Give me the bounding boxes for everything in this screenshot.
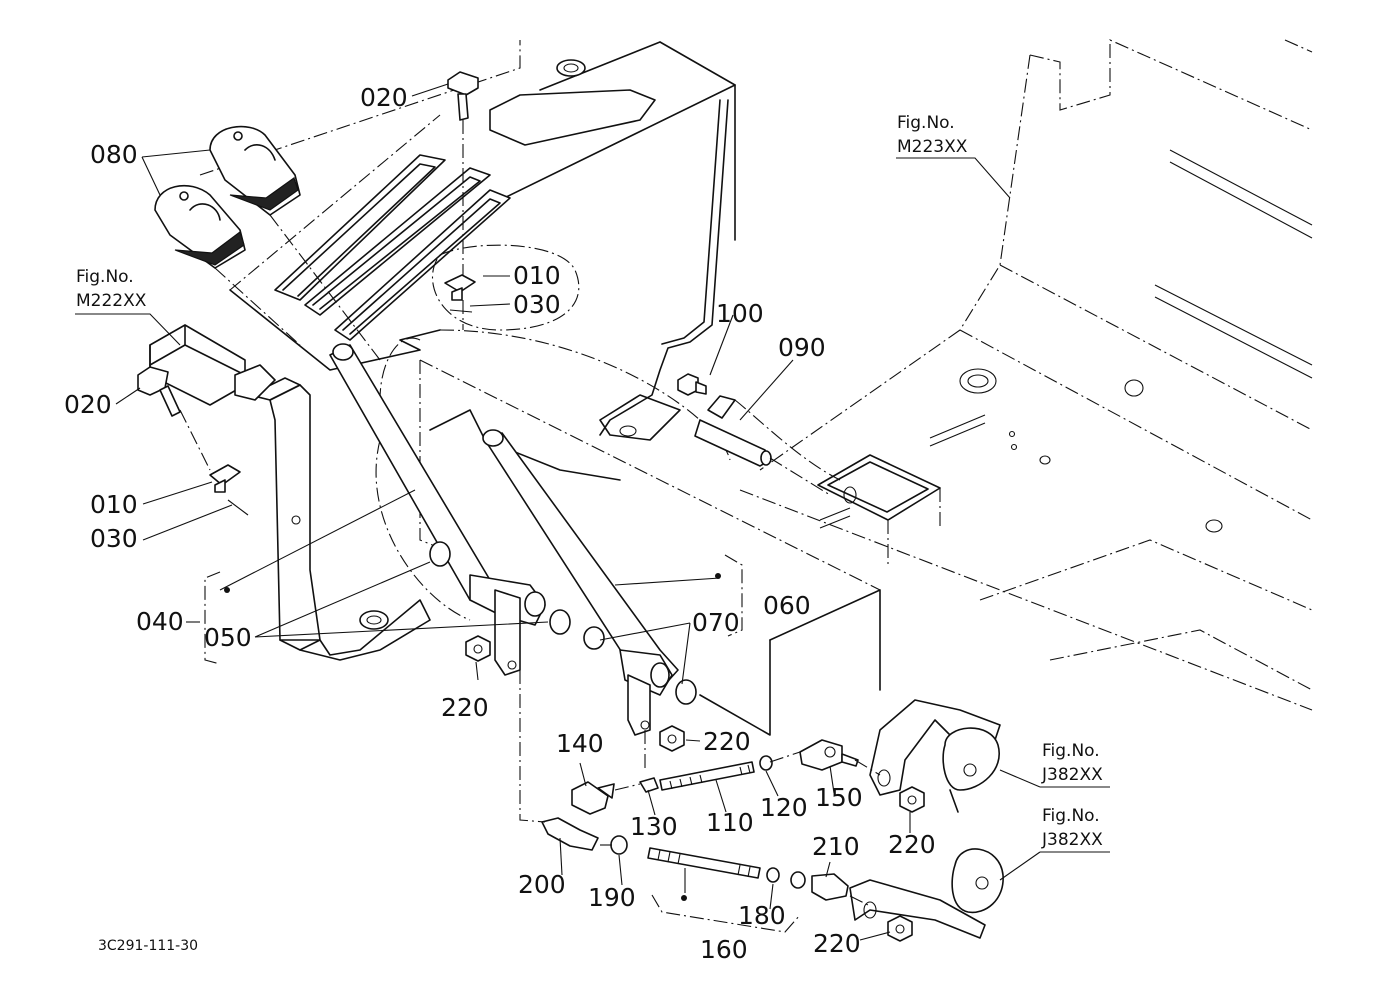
label-050: 050	[204, 623, 252, 652]
label-220-c: 220	[888, 830, 936, 859]
bolt-020-top	[447, 71, 479, 280]
floor-panel	[739, 39, 1313, 711]
label-010-top: 010	[513, 261, 561, 290]
label-010-side: 010	[90, 490, 138, 519]
fig-ref-m222-title: Fig.No.	[76, 267, 134, 287]
nut-220-d	[887, 915, 913, 942]
label-200: 200	[518, 870, 566, 899]
bushing-050-a	[429, 541, 451, 567]
fig-ref-m222-code: M222XX	[76, 291, 147, 311]
leader-lines	[75, 83, 1110, 941]
knob-080-front	[154, 184, 246, 269]
bushing-070-b	[675, 679, 697, 705]
label-140: 140	[556, 729, 604, 758]
label-220-a: 220	[441, 693, 489, 722]
bolt-020-side	[137, 366, 181, 417]
console-housing	[199, 40, 881, 736]
knob-080-rear	[209, 125, 301, 216]
bushing-070-a	[583, 626, 605, 650]
label-020-top: 020	[360, 83, 408, 112]
nut-220-b	[659, 725, 685, 752]
clip-010-top	[444, 274, 476, 313]
bushing-050-b	[549, 609, 571, 635]
label-160: 160	[700, 935, 748, 964]
label-040: 040	[136, 607, 184, 636]
label-210: 210	[812, 832, 860, 861]
fig-ref-j382-upper-title: Fig.No.	[1042, 741, 1100, 761]
label-220-b: 220	[703, 727, 751, 756]
lever-040	[329, 343, 546, 676]
drawing-code: 3C291-111-30	[98, 938, 198, 954]
label-090: 090	[778, 333, 826, 362]
label-070: 070	[692, 608, 740, 637]
label-130: 130	[630, 812, 678, 841]
label-100: 100	[716, 299, 764, 328]
label-030-top: 030	[513, 290, 561, 319]
nut-220-a	[465, 635, 491, 662]
linkage-arm-upper	[869, 699, 1001, 813]
rod-160-assembly	[541, 817, 849, 901]
clip-010-side	[209, 464, 249, 516]
pin-090	[694, 395, 772, 467]
nut-220-c	[899, 786, 925, 813]
fig-ref-j382-lower-title: Fig.No.	[1042, 806, 1100, 826]
label-060: 060	[763, 591, 811, 620]
rod-110-assembly	[571, 739, 859, 815]
label-190: 190	[588, 883, 636, 912]
label-110: 110	[706, 808, 754, 837]
label-080: 080	[90, 140, 138, 169]
fig-ref-j382-upper-code: J382XX	[1041, 765, 1103, 785]
label-020-side: 020	[64, 390, 112, 419]
figure-references: Fig.No. M222XX Fig.No. M223XX Fig.No. J3…	[76, 113, 1103, 850]
label-120: 120	[760, 793, 808, 822]
bolt-100	[677, 373, 707, 396]
fig-ref-j382-lower-code: J382XX	[1041, 830, 1103, 850]
lever-060	[482, 429, 679, 736]
fig-ref-m223-code: M223XX	[897, 137, 968, 157]
label-150: 150	[815, 783, 863, 812]
label-030-side: 030	[90, 524, 138, 553]
label-220-d: 220	[813, 929, 861, 958]
linkage-arm-lower	[849, 848, 1004, 939]
label-180: 180	[738, 901, 786, 930]
fig-ref-m223-title: Fig.No.	[897, 113, 955, 133]
part-labels: 020 080 010 030 020 010 030 100 090 040 …	[64, 83, 936, 964]
